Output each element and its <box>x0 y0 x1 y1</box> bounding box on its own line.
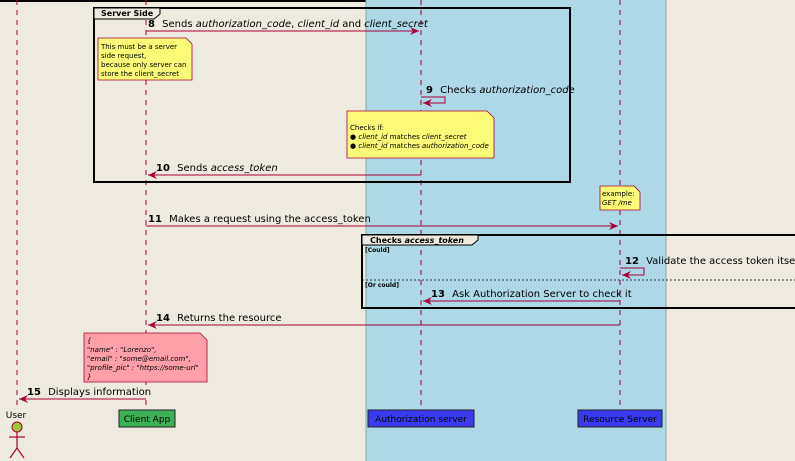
svg-text:15 Displays information: 15 Displays information <box>27 387 151 398</box>
svg-text:Checks access_token: Checks access_token <box>370 236 464 245</box>
svg-text:"email" : "some@email.com",: "email" : "some@email.com", <box>87 355 191 363</box>
note-server-request: This must be a server side request, beca… <box>97 37 193 81</box>
svg-text:10 Sends access_token: 10 Sends access_token <box>156 163 278 174</box>
participant-client-app: Client App <box>118 409 176 428</box>
svg-text:GET /me: GET /me <box>602 199 632 207</box>
svg-text:● client_id matches authorizat: ● client_id matches authorization_code <box>350 142 489 150</box>
message-13: 13 Ask Authorization Server to check it <box>423 289 632 305</box>
svg-text:"profile_pic" : "https://some-: "profile_pic" : "https://some-url" <box>87 364 199 372</box>
svg-text:because only server can: because only server can <box>101 61 187 69</box>
message-10: 10 Sends access_token <box>148 163 421 179</box>
svg-text:{: { <box>87 337 92 345</box>
participant-authorization-server: Authorization server <box>367 409 475 428</box>
user-label: User <box>6 411 27 421</box>
message-9: 9 Checks authorization_code <box>421 85 575 107</box>
svg-text:example:: example: <box>602 190 635 198</box>
svg-text:14 Returns the resource: 14 Returns the resource <box>156 313 282 324</box>
note-example: example: GET /me <box>599 185 641 211</box>
actor-icon <box>9 421 25 459</box>
svg-text:11 Makes a request using: 11 Makes a request using the access_toke… <box>148 214 371 225</box>
svg-text:This must be a server: This must be a server <box>100 43 177 51</box>
participant-resource-server: Resource Server <box>577 409 663 428</box>
svg-text:store the client_secret: store the client_secret <box>101 70 179 78</box>
group-server-side: Server Side <box>93 7 571 183</box>
svg-text:● client_id matches client_sec: ● client_id matches client_secret <box>350 133 467 141</box>
group-checks-access-token: Checks access_token [Could] [Or could] <box>361 234 795 309</box>
user-actor: User <box>6 411 27 459</box>
client-app-label: Client App <box>124 415 171 425</box>
message-12: 12 Validate the access token itself <box>620 256 795 279</box>
svg-text:12 Validate the access t: 12 Validate the access token itself <box>625 256 795 267</box>
svg-text:side request,: side request, <box>101 52 146 60</box>
svg-text:Checks if:: Checks if: <box>350 124 384 132</box>
alt-could-label: [Could] <box>365 247 390 254</box>
message-14: 14 Returns the resource <box>148 313 620 329</box>
alt-or-could-label: [Or could] <box>365 282 399 289</box>
svg-text:"name" : "Lorenzo",: "name" : "Lorenzo", <box>87 346 157 354</box>
server-swimlane <box>366 0 666 461</box>
message-8-number: 8 <box>148 19 155 30</box>
svg-text:9 Checks authorization_c: 9 Checks authorization_code <box>426 85 575 96</box>
svg-text:}: } <box>87 373 91 381</box>
note-resource: { "name" : "Lorenzo", "email" : "some@em… <box>83 332 208 383</box>
note-checks-if: Checks if: ● client_id matches client_se… <box>346 110 495 159</box>
group-server-side-label: Server Side <box>101 9 154 18</box>
message-11: 11 Makes a request using the access_toke… <box>146 214 618 230</box>
message-8: 8 Sends authorization_code, client_id an… <box>146 19 429 35</box>
svg-text:8 Sends authorization_co: 8 Sends authorization_code, client_id an… <box>148 19 429 30</box>
message-15: 15 Displays information <box>19 387 151 403</box>
auth-server-label: Authorization server <box>375 415 467 425</box>
resource-server-label: Resource Server <box>583 415 657 425</box>
svg-text:13 Ask Authorization Ser: 13 Ask Authorization Server to check it <box>431 289 632 300</box>
